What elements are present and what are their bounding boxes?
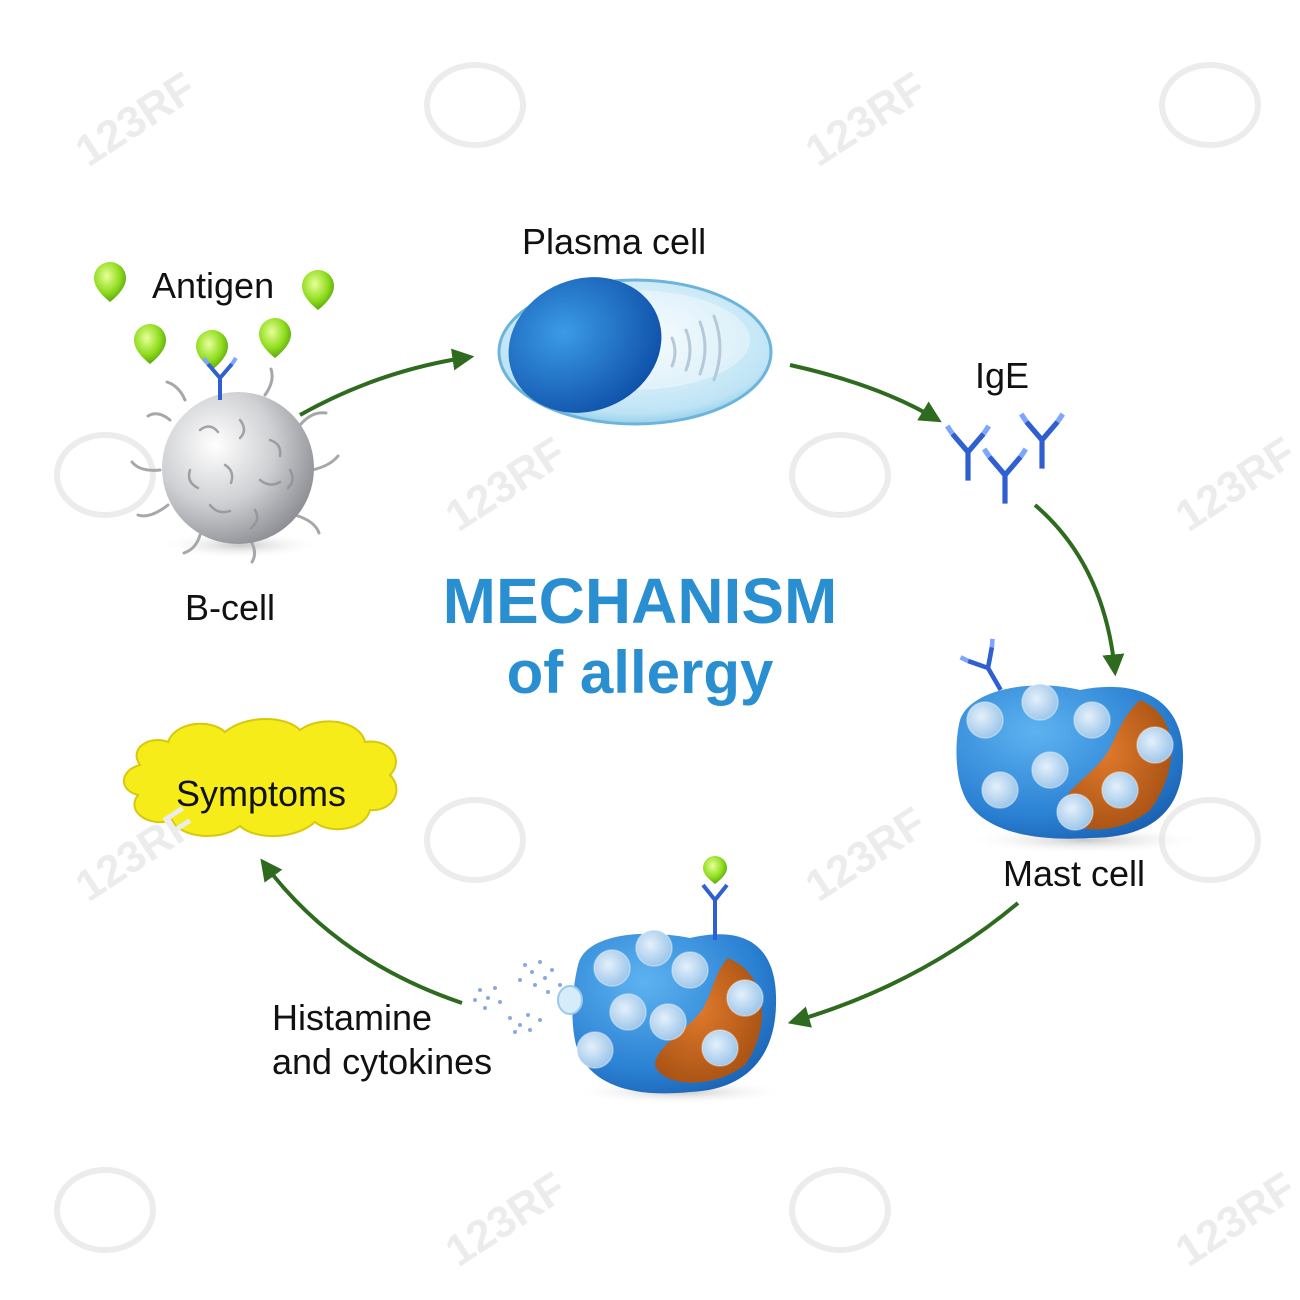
activated-mast-cell xyxy=(557,856,790,1104)
arrow-mast-to-activated xyxy=(787,901,1020,1028)
diagram-title-line2: of allergy xyxy=(506,639,774,706)
antigen-label: Antigen xyxy=(152,265,275,306)
antigen-drop xyxy=(703,856,727,884)
antigen-drop xyxy=(134,324,166,364)
antigen-drop xyxy=(302,270,334,310)
arrow-ige-to-mast xyxy=(1033,503,1125,677)
diagram-title-line1: MECHANISM xyxy=(442,565,838,637)
histamine-label-line2: and cytokines xyxy=(272,1041,493,1082)
antigen-group xyxy=(94,262,334,370)
mast-cell-label: Mast cell xyxy=(1003,853,1146,894)
symptoms-cloud xyxy=(123,718,398,837)
plasma-cell-label: Plasma cell xyxy=(522,221,707,262)
watermark-layer xyxy=(54,62,1261,1253)
ige-antibodies xyxy=(947,414,1063,504)
arrow-plasma-to-ige xyxy=(789,363,942,423)
histamine-label-line1: Histamine xyxy=(272,997,433,1038)
b-cell-label: B-cell xyxy=(185,587,276,628)
histamine-particles xyxy=(473,960,562,1034)
b-cell xyxy=(130,356,340,564)
ige-label: IgE xyxy=(975,355,1030,396)
symptoms-label: Symptoms xyxy=(176,773,347,814)
cycle-arrows xyxy=(260,348,1125,1028)
antigen-drop xyxy=(259,318,291,358)
arrow-histamine-to-symptoms xyxy=(260,858,463,1005)
antigen-drop xyxy=(196,330,228,370)
antigen-drop xyxy=(94,262,126,302)
mast-cell xyxy=(956,639,1205,854)
arrow-bcell-to-plasma xyxy=(299,348,475,417)
plasma-cell xyxy=(497,277,773,426)
